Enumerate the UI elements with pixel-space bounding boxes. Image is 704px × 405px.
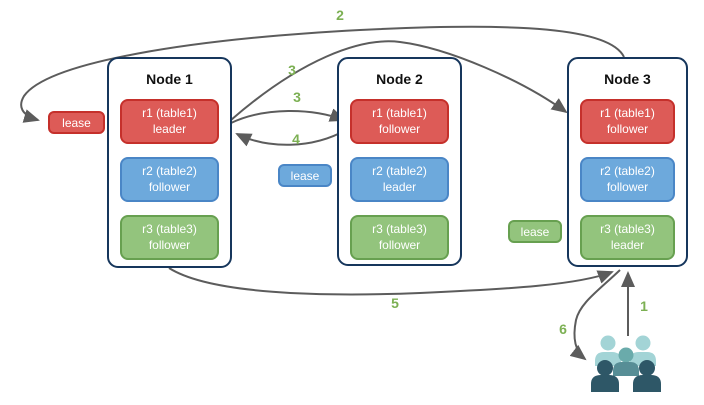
flow-step-3b-label: 3 <box>293 89 301 105</box>
node-1-replica-r1: r1 (table1) leader <box>120 99 219 144</box>
replica-role: leader <box>152 121 187 136</box>
node-2-replica-r3: r3 (table3) follower <box>350 215 449 260</box>
arrow-step3-node1-to-node2 <box>230 108 346 124</box>
flow-step-3a-label: 3 <box>288 62 296 78</box>
node-1-box: Node 1 r1 (table1) leader r2 (table2) fo… <box>107 57 232 268</box>
replica-name: r3 (table3) <box>372 221 427 236</box>
person-icon <box>633 360 661 392</box>
node-3-title: Node 3 <box>604 71 651 87</box>
replica-name: r3 (table3) <box>600 221 655 236</box>
flow-step-5-label: 5 <box>391 295 399 311</box>
lease-tag-green: lease <box>508 220 562 243</box>
arrow-step2-node3-to-lease <box>20 25 625 123</box>
person-icon <box>613 347 639 376</box>
node-1-replica-r2: r2 (table2) follower <box>120 157 219 202</box>
node-2-title: Node 2 <box>376 71 423 87</box>
replica-name: r1 (table1) <box>142 105 197 120</box>
node-3-replica-r1: r1 (table1) follower <box>580 99 675 144</box>
replica-role: follower <box>148 237 191 252</box>
replica-name: r2 (table2) <box>600 163 655 178</box>
node-2-replica-r2: r2 (table2) leader <box>350 157 449 202</box>
flow-step-1-label: 1 <box>640 298 648 314</box>
replica-name: r1 (table1) <box>600 105 655 120</box>
lease-tag-blue: lease <box>278 164 332 187</box>
user-group-icon <box>591 335 661 392</box>
replica-role: leader <box>610 237 645 252</box>
replica-role: follower <box>378 237 421 252</box>
node-3-replica-r2: r2 (table2) follower <box>580 157 675 202</box>
node-3-replica-r3: r3 (table3) leader <box>580 215 675 260</box>
replica-role: follower <box>148 179 191 194</box>
lease-tag-red: lease <box>48 111 105 134</box>
flow-step-4-label: 4 <box>292 131 300 147</box>
replica-name: r2 (table2) <box>372 163 427 178</box>
node-3-box: Node 3 r1 (table1) follower r2 (table2) … <box>567 57 688 267</box>
person-icon <box>591 360 619 392</box>
arrow-step5-node1-to-node3 <box>168 267 614 296</box>
replica-role: follower <box>606 121 649 136</box>
replica-role: follower <box>606 179 649 194</box>
replica-role: leader <box>382 179 417 194</box>
flow-step-2-label: 2 <box>336 7 344 23</box>
replica-name: r3 (table3) <box>142 221 197 236</box>
replica-role: follower <box>378 121 421 136</box>
replica-name: r2 (table2) <box>142 163 197 178</box>
flow-step-6-label: 6 <box>559 321 567 337</box>
replica-name: r1 (table1) <box>372 105 427 120</box>
arrow-step3-node1-to-node3 <box>230 40 568 121</box>
arrow-step6-node3-to-users <box>569 269 621 361</box>
node-1-title: Node 1 <box>146 71 193 87</box>
node-2-replica-r1: r1 (table1) follower <box>350 99 449 144</box>
node-2-box: Node 2 r1 (table1) follower r2 (table2) … <box>337 57 462 266</box>
node-1-replica-r3: r3 (table3) follower <box>120 215 219 260</box>
arrow-step4-node2-to-node1 <box>235 129 347 147</box>
